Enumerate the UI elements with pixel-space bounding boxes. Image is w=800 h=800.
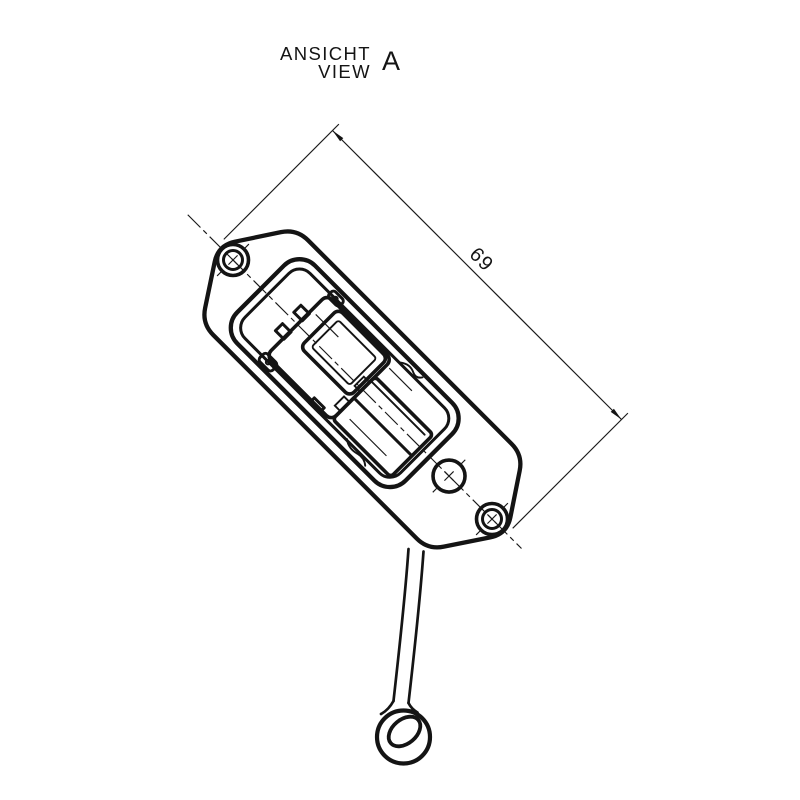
extension-line-2 <box>512 412 629 529</box>
connector-tooth-2 <box>273 322 293 341</box>
connector-block-edge <box>369 379 426 436</box>
extension-line-1 <box>223 123 340 240</box>
seal-squiggle-1 <box>399 361 424 379</box>
edge-line-1 <box>388 367 413 392</box>
view-letter: A <box>382 46 400 76</box>
center-mark-left-v <box>227 254 239 266</box>
lanyard-strap-left <box>392 547 410 703</box>
mounting-hole-left-inner <box>221 248 244 271</box>
edge-line-3 <box>349 418 387 457</box>
seal-squiggle-2 <box>345 437 367 467</box>
view-title-line1: ANSICHT <box>280 43 371 64</box>
mounting-hole-right-inner <box>481 508 504 531</box>
center-tick-left-a <box>242 243 250 251</box>
lanyard-ring-inner <box>386 714 423 749</box>
center-tick-right-a <box>501 502 509 510</box>
connector-tab-2 <box>333 395 352 413</box>
connector-face <box>300 309 388 396</box>
latch-curl-bottom <box>264 359 272 366</box>
lanyard-strap-right <box>407 550 425 705</box>
center-tick-mid-b <box>432 486 439 493</box>
dimension-arrow-2 <box>610 408 622 420</box>
center-mark-right-v <box>487 514 498 525</box>
center-mark-mid-v <box>444 471 455 482</box>
connector-tooth-1 <box>292 303 311 323</box>
dimension-line <box>332 130 622 420</box>
connector-face-inner <box>311 320 377 385</box>
centerline <box>187 214 522 549</box>
dimension-value: 69 <box>465 243 498 276</box>
latch-curl-top <box>332 295 339 303</box>
connector-mid-tab <box>307 396 326 415</box>
edge-line-2 <box>315 314 339 338</box>
lanyard-shoulder-left <box>379 699 395 716</box>
view-title-line2: VIEW <box>318 61 371 82</box>
center-tick-left-b <box>216 269 224 277</box>
connector-latch-top <box>326 289 345 308</box>
connector-tab-1 <box>353 375 371 393</box>
part-group <box>187 214 523 550</box>
recess-outline <box>228 257 461 490</box>
dimension-arrow-1 <box>332 130 344 142</box>
lanyard-group <box>374 547 433 766</box>
center-tick-right-b <box>475 528 483 536</box>
lanyard-ring-outer <box>374 708 433 766</box>
view-title: ANSICHT VIEW A <box>280 43 400 82</box>
center-tick-mid-a <box>459 459 466 466</box>
connector-housing <box>267 295 391 420</box>
connector-divider <box>352 396 414 458</box>
connector-latch-bottom <box>257 351 279 373</box>
flange-outline <box>202 229 523 550</box>
